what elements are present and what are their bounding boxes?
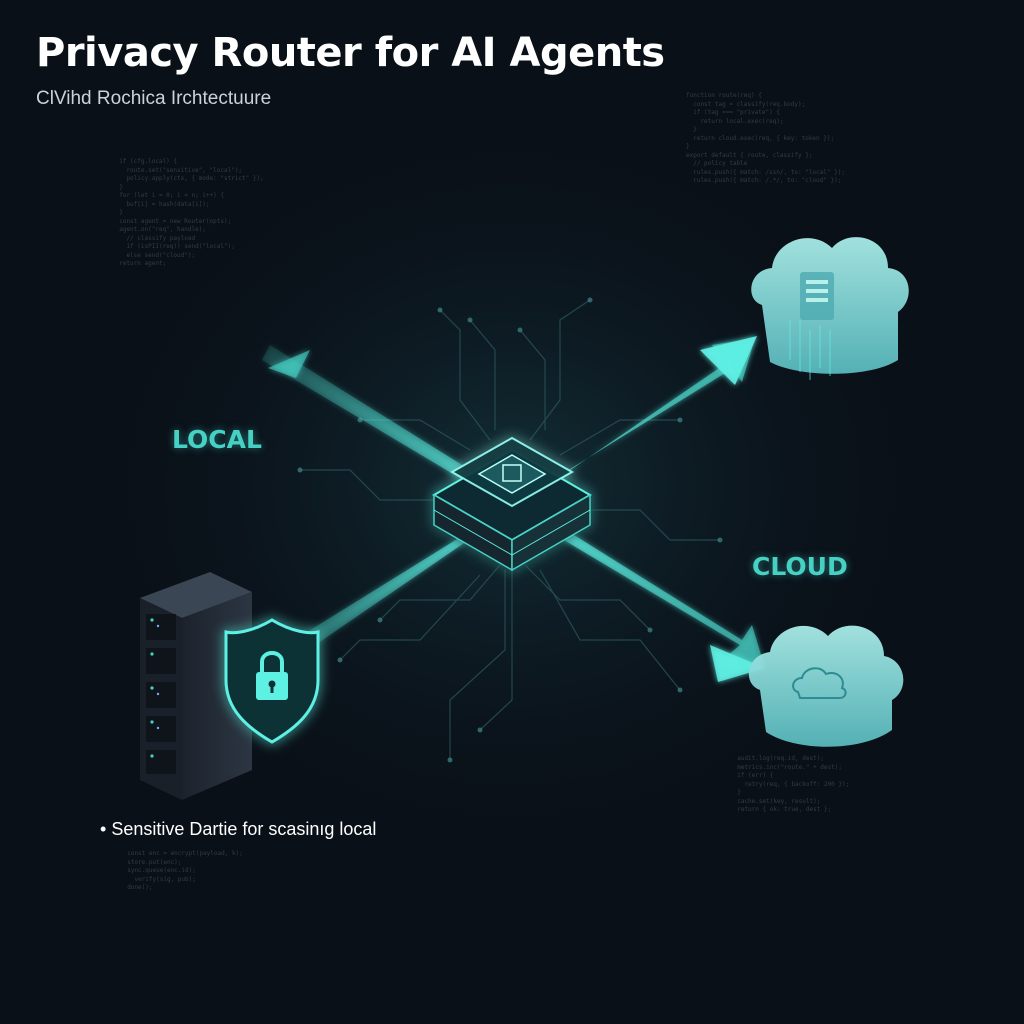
page-title: Privacy Router for AI Agents bbox=[36, 30, 665, 76]
router-chip-icon bbox=[431, 436, 593, 572]
circuit-nodes bbox=[297, 297, 723, 763]
code-texture-bottom-left: const enc = encrypt(payload, k); store.p… bbox=[127, 850, 243, 891]
code-texture-bottom-right: audit.log(req.id, dest); metrics.inc("ro… bbox=[737, 755, 850, 813]
shield-lock-icon bbox=[224, 618, 320, 744]
arrow-head-top-right bbox=[700, 336, 757, 385]
beam-local-to-cloud-top bbox=[262, 338, 755, 676]
sensitive-data-note: Sensitive Dartie for scasinıg local bbox=[100, 819, 376, 840]
cloud-icon bbox=[748, 625, 904, 747]
local-label: LOCAL bbox=[172, 425, 262, 454]
cloud-database-icon bbox=[751, 237, 909, 380]
page-subtitle: ClVihd Rochica Irchtectuure bbox=[36, 88, 272, 109]
cloud-label: CLOUD bbox=[752, 552, 848, 581]
arrow-head-bottom-right bbox=[710, 645, 765, 682]
circuit-traces bbox=[300, 299, 720, 760]
code-texture-top-left: if (cfg.local) { route.set("sensitive", … bbox=[119, 158, 264, 267]
code-texture-top-right: function route(req) { const tag = classi… bbox=[686, 92, 845, 184]
arrow-head-left bbox=[268, 350, 310, 378]
